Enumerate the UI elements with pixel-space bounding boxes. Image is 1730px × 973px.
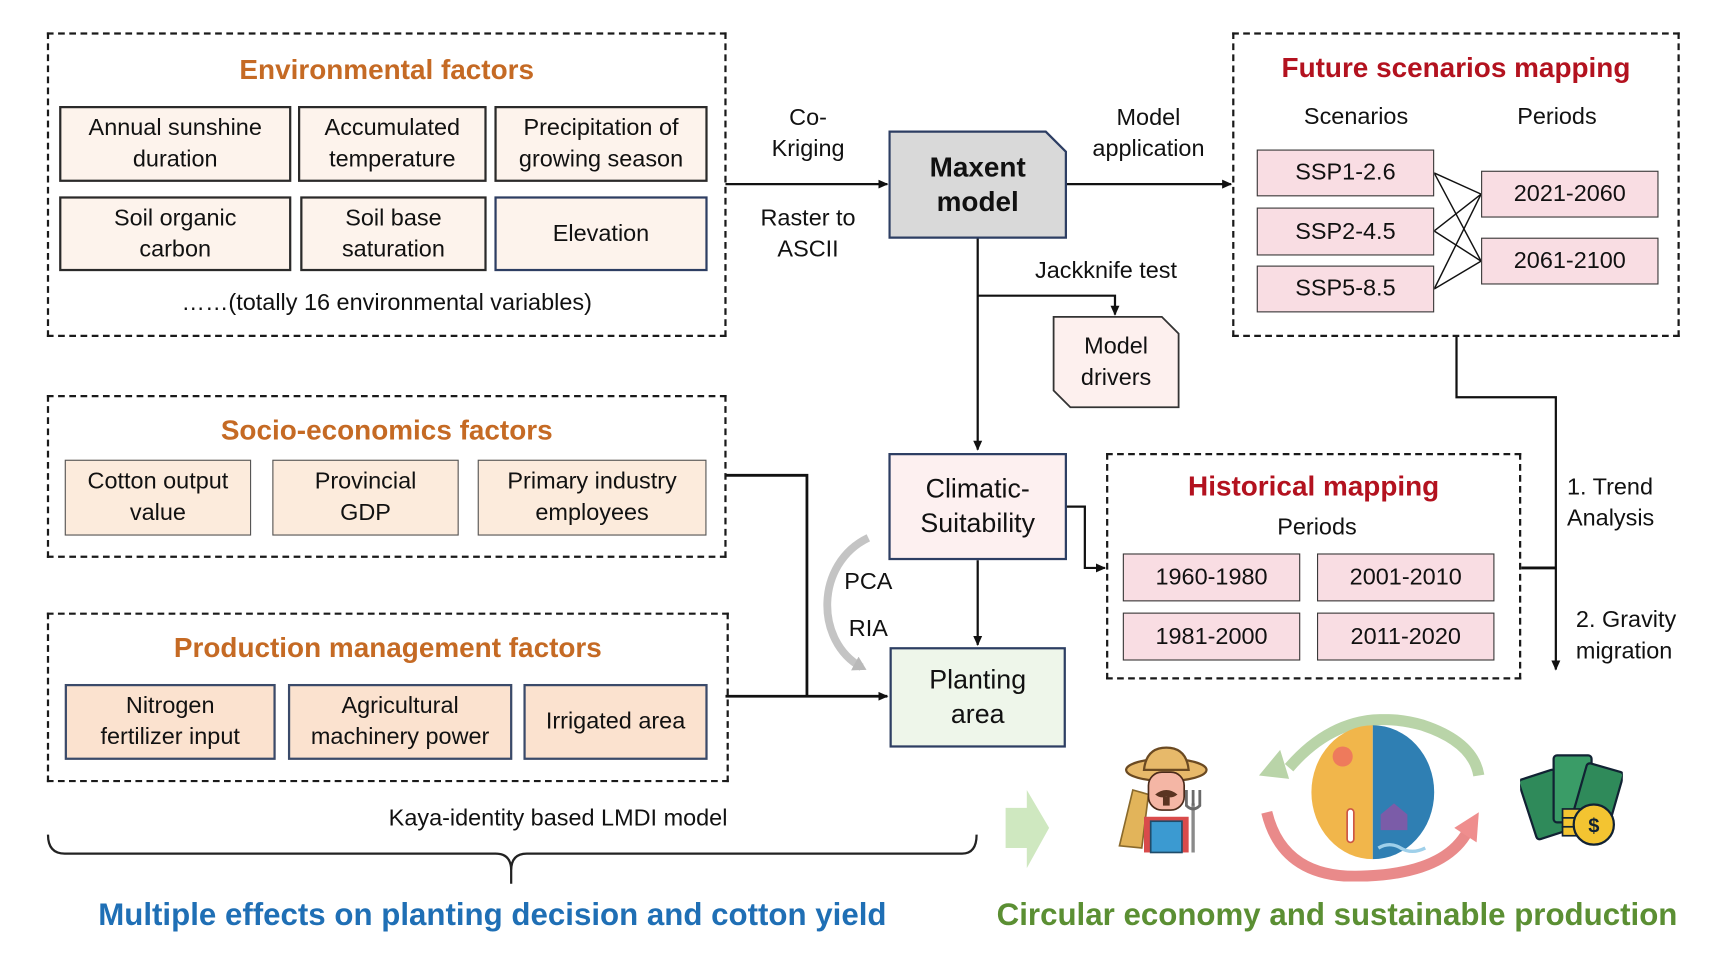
historical-period-2001-2010: 2001-2010	[1316, 553, 1495, 602]
model-drivers-box-shape	[1052, 315, 1180, 409]
farmer-icon	[1118, 746, 1208, 854]
historical-periods-header: Periods	[1277, 514, 1357, 541]
right-caption: Circular economy and sustainable product…	[996, 897, 1678, 932]
future-period-2021-2060: 2021-2060	[1481, 170, 1659, 218]
maxent-model-box-shape	[888, 130, 1067, 239]
historical-mapping-group: Historical mapping	[1106, 453, 1522, 680]
ria-label: RIA	[848, 615, 888, 642]
bottom-brace	[46, 834, 978, 884]
climate-cycle-icon	[1258, 714, 1485, 882]
historical-period-1981-2000: 1981-2000	[1122, 612, 1301, 661]
scenario-ssp1: SSP1-2.6	[1256, 149, 1435, 197]
environmental-note: ……(totally 16 environmental variables)	[181, 290, 592, 316]
arrow-climatic-to-historical	[1065, 505, 1107, 573]
scenario-ssp5: SSP5-8.5	[1256, 265, 1435, 313]
environmental-factors-title: Environmental factors	[239, 54, 535, 86]
arrow-jackknife	[977, 294, 1120, 316]
production-management-group: Production management factors	[46, 612, 729, 783]
jackknife-test-label: Jackknife test	[1035, 257, 1178, 284]
lmdi-model-label: Kaya-identity based LMDI model	[388, 805, 728, 832]
historical-mapping-title: Historical mapping	[1188, 470, 1440, 503]
socio-economics-title: Socio-economics factors	[220, 415, 553, 447]
climatic-suitability-box: Climatic-Suitability	[888, 453, 1067, 561]
line-socio-to-planting	[725, 473, 809, 697]
scenarios-header: Scenarios	[1303, 103, 1409, 130]
socio-economics-group: Socio-economics factors	[46, 394, 727, 558]
money-icon: $	[1520, 754, 1623, 846]
line-future-to-analysis	[1455, 336, 1561, 671]
green-block-arrow-icon	[1005, 789, 1050, 869]
historical-period-1960-1980: 1960-1980	[1122, 553, 1301, 602]
left-caption: Multiple effects on planting decision an…	[98, 897, 887, 932]
historical-period-2011-2020: 2011-2020	[1316, 612, 1495, 661]
environmental-factors-group: Environmental factors	[46, 32, 727, 337]
cokriging-label: Co-Kriging	[771, 104, 845, 162]
future-period-2061-2100: 2061-2100	[1481, 237, 1659, 285]
future-scenarios-group: Future scenarios mapping	[1232, 32, 1680, 337]
scenario-ssp2: SSP2-4.5	[1256, 207, 1435, 256]
pca-label: PCA	[844, 569, 893, 595]
pca-ria-curve-arrow	[823, 534, 871, 671]
svg-text:$: $	[1588, 815, 1599, 837]
future-periods-header: Periods	[1517, 103, 1597, 130]
future-scenarios-title: Future scenarios mapping	[1281, 52, 1631, 84]
scenario-period-links	[1433, 172, 1482, 290]
production-factor-irrigated-area: Irrigated area	[523, 683, 708, 760]
env-factor-elevation: Elevation	[494, 196, 708, 272]
production-management-title: Production management factors	[173, 632, 602, 664]
